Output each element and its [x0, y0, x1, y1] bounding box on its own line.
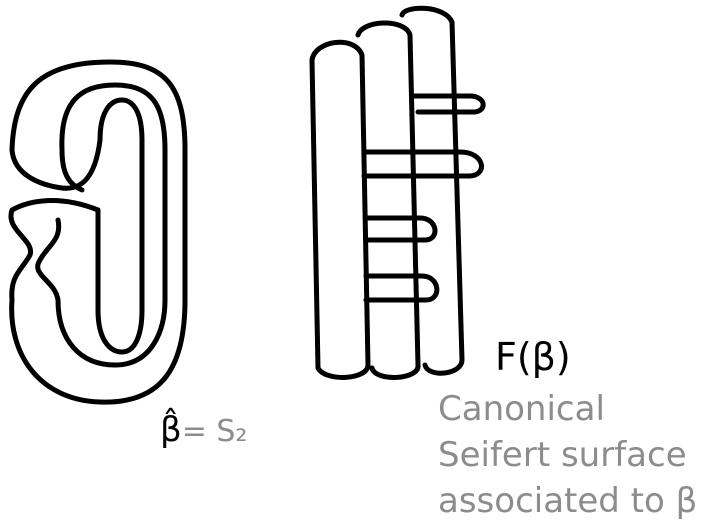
- band-3: [366, 218, 435, 240]
- closure-equals: = S₂: [182, 414, 248, 449]
- surface-label: F(β): [495, 335, 571, 379]
- seifert-surface: [312, 8, 483, 377]
- disc-left: [312, 42, 368, 377]
- closure-label: β̂= S₂: [160, 410, 247, 450]
- band-4: [366, 276, 437, 300]
- caption-line-3: associated to β: [438, 478, 697, 524]
- caption-line-1: Canonical: [438, 386, 697, 432]
- caption: Canonical Seifert surface associated to …: [438, 386, 697, 524]
- crossing-lower: [12, 201, 98, 210]
- closure-symbol: β̂: [160, 410, 182, 450]
- crossing-wiggle-2: [38, 220, 59, 300]
- inner-loop: [98, 100, 142, 352]
- band-2: [364, 152, 481, 176]
- middle-loop: [58, 85, 165, 365]
- band-1: [412, 96, 483, 112]
- crossing-upper: [12, 140, 100, 188]
- caption-line-2: Seifert surface: [438, 432, 697, 478]
- braid-closure-knot: [11, 62, 185, 402]
- crossing-wiggle: [11, 210, 31, 300]
